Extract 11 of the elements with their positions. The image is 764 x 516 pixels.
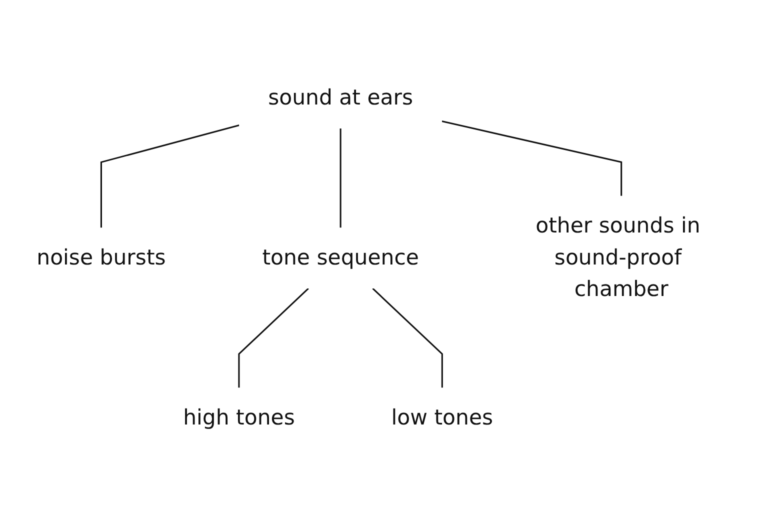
node-text: tone sequence: [262, 246, 419, 270]
connector: [442, 120, 622, 196]
node-text: other sounds in sound-proof chamber: [536, 214, 700, 302]
node-text: low tones: [391, 406, 494, 430]
connector: [238, 288, 309, 388]
node-text: high tones: [183, 406, 295, 430]
node-text: noise bursts: [36, 246, 166, 270]
connector: [100, 124, 240, 228]
node-text: sound at ears: [268, 86, 414, 110]
connector: [340, 128, 342, 228]
connector: [372, 288, 443, 388]
